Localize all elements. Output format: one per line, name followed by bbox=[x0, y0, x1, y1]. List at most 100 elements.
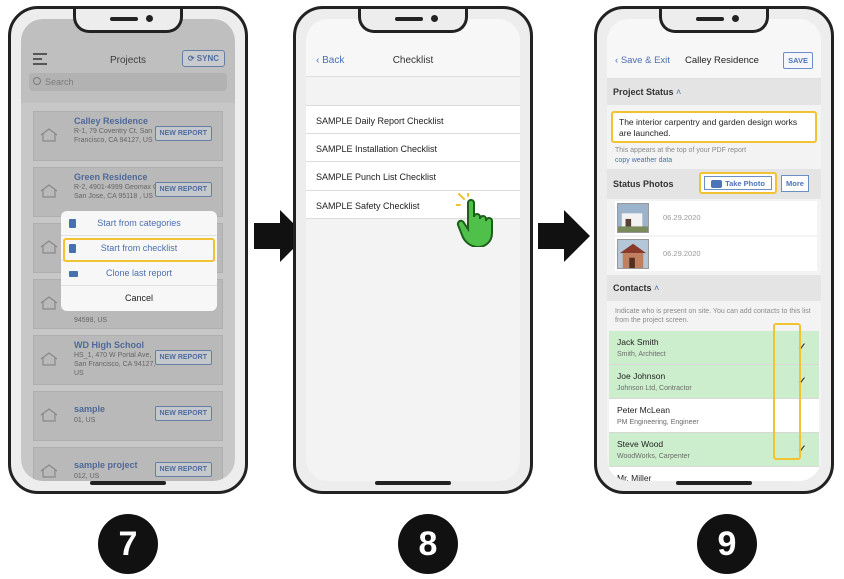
take-photo-button[interactable]: Take Photo bbox=[699, 172, 777, 194]
photo-row[interactable]: 06.29.2020 bbox=[615, 237, 817, 271]
page-title: Checklist bbox=[392, 55, 434, 66]
search-icon bbox=[33, 77, 41, 85]
status-text-field[interactable]: The interior carpentry and garden design… bbox=[611, 111, 817, 143]
house-icon bbox=[40, 408, 58, 422]
contact-role: WoodWorks, Carpenter bbox=[617, 453, 690, 460]
project-address: 94598, US bbox=[74, 317, 108, 324]
photo-date: 06.29.2020 bbox=[663, 213, 701, 222]
house-icon bbox=[40, 296, 58, 310]
list-item[interactable]: SAMPLE Installation Checklist bbox=[306, 134, 520, 162]
home-indicator bbox=[90, 481, 166, 485]
sheet-item-label: Start from categories bbox=[97, 218, 181, 228]
cancel-button[interactable]: Cancel bbox=[124, 293, 153, 303]
phone-report: ‹ Save & Exit Calley Residence SAVE Proj… bbox=[594, 6, 834, 494]
house-icon bbox=[40, 352, 58, 366]
contact-name: Jack Smith bbox=[617, 337, 659, 347]
project-status-header[interactable]: Project Status ˄ bbox=[607, 79, 821, 105]
project-name: Calley Residence bbox=[74, 116, 149, 126]
document-icon bbox=[69, 219, 76, 228]
checklist-icon bbox=[69, 244, 76, 253]
project-card[interactable]: Calley Residence R-1, 79 Coventry Ct, Sa… bbox=[33, 111, 223, 161]
section-title: Status Photos bbox=[613, 179, 674, 189]
home-indicator bbox=[375, 481, 451, 485]
list-item[interactable]: SAMPLE Daily Report Checklist bbox=[306, 105, 520, 134]
sync-button[interactable]: ⟳ SYNC bbox=[181, 50, 225, 67]
highlight-box bbox=[63, 238, 215, 262]
sheet-item-categories[interactable]: Start from categories bbox=[61, 211, 217, 236]
contact-name: Joe Johnson bbox=[617, 371, 666, 381]
contact-role: Johnson Ltd, Contractor bbox=[617, 385, 692, 392]
chevron-left-icon: ‹ bbox=[615, 55, 621, 66]
step-number: 7 bbox=[98, 514, 158, 574]
step-number: 9 bbox=[697, 514, 757, 574]
menu-icon[interactable] bbox=[33, 53, 47, 68]
save-exit-label: Save & Exit bbox=[620, 55, 670, 66]
back-label: Back bbox=[322, 55, 345, 66]
contact-row[interactable]: Mr. Miller bbox=[609, 467, 819, 481]
sheet-item-clone[interactable]: Clone last report bbox=[61, 261, 217, 286]
contact-row[interactable]: Jack Smith Smith, Architect ✓ bbox=[609, 331, 819, 365]
sync-label: SYNC bbox=[196, 54, 219, 63]
section-title: Project Status bbox=[613, 87, 674, 97]
list-item[interactable]: SAMPLE Punch List Checklist bbox=[306, 162, 520, 191]
weather-link[interactable]: copy weather data bbox=[615, 157, 673, 164]
house-icon bbox=[40, 128, 58, 142]
camera-icon bbox=[711, 180, 722, 188]
list-item[interactable]: SAMPLE Safety Checklist bbox=[306, 191, 520, 219]
more-button[interactable]: More bbox=[781, 175, 809, 192]
phone-notch bbox=[358, 9, 468, 33]
project-card[interactable]: WD High School HS_1, 470 W Portal Ave, S… bbox=[33, 335, 223, 385]
search-input[interactable]: Search bbox=[29, 73, 227, 91]
projects-screen: Projects ⟳ SYNC Search Calley Residence … bbox=[21, 19, 235, 481]
report-screen: ‹ Save & Exit Calley Residence SAVE Proj… bbox=[607, 19, 821, 481]
project-card[interactable]: sample project 012, US NEW REPORT bbox=[33, 447, 223, 481]
contact-name: Mr. Miller bbox=[617, 473, 652, 481]
check-icon[interactable]: ✓ bbox=[796, 442, 807, 456]
highlight-box bbox=[773, 323, 801, 460]
contacts-header[interactable]: Contacts ˄ bbox=[607, 275, 821, 301]
step-number: 8 bbox=[398, 514, 458, 574]
checklist-list: SAMPLE Daily Report Checklist SAMPLE Ins… bbox=[306, 105, 520, 219]
checklist-screen: ‹ Back Checklist SAMPLE Daily Report Che… bbox=[306, 19, 520, 481]
contact-row[interactable]: Steve Wood WoodWorks, Carpenter ✓ bbox=[609, 433, 819, 467]
check-icon[interactable]: ✓ bbox=[796, 340, 807, 354]
contact-name: Peter McLean bbox=[617, 405, 670, 415]
arrow-right-icon bbox=[538, 210, 590, 262]
house-icon bbox=[40, 184, 58, 198]
contact-row[interactable]: Joe Johnson Johnson Ltd, Contractor ✓ bbox=[609, 365, 819, 399]
project-address: 01, US bbox=[74, 417, 96, 424]
save-button[interactable]: SAVE bbox=[783, 52, 813, 69]
project-address: 012, US bbox=[74, 473, 100, 480]
back-button[interactable]: ‹ Back bbox=[316, 55, 344, 66]
new-report-button[interactable]: NEW REPORT bbox=[154, 406, 212, 421]
home-indicator bbox=[676, 481, 752, 485]
save-exit-button[interactable]: ‹ Save & Exit bbox=[615, 55, 670, 66]
new-report-button[interactable]: NEW REPORT bbox=[154, 462, 212, 477]
sheet-item-label: Start from checklist bbox=[100, 243, 178, 253]
house-icon bbox=[40, 240, 58, 254]
take-photo-label: Take Photo bbox=[725, 179, 765, 188]
project-name: sample bbox=[74, 404, 106, 414]
new-report-button[interactable]: NEW REPORT bbox=[154, 182, 212, 197]
project-address: R-2, 4901-4999 Geomax Ct, San Jose, CA 9… bbox=[74, 184, 162, 200]
sync-icon: ⟳ bbox=[187, 54, 197, 63]
section-title: Contacts bbox=[613, 283, 652, 293]
check-icon[interactable]: ✓ bbox=[796, 374, 807, 388]
project-card[interactable]: sample 01, US NEW REPORT bbox=[33, 391, 223, 441]
phone-notch bbox=[659, 9, 769, 33]
new-report-button[interactable]: NEW REPORT bbox=[154, 350, 212, 365]
contact-row[interactable]: Peter McLean PM Engineering, Engineer bbox=[609, 399, 819, 433]
project-card[interactable]: Green Residence R-2, 4901-4999 Geomax Ct… bbox=[33, 167, 223, 217]
house-photo bbox=[617, 203, 649, 233]
project-name: sample project bbox=[74, 460, 138, 470]
clone-icon bbox=[69, 271, 78, 277]
photo-date: 06.29.2020 bbox=[663, 249, 701, 258]
projects-header: Projects ⟳ SYNC Search bbox=[21, 19, 235, 103]
project-name: WD High School bbox=[74, 340, 144, 350]
photo-row[interactable]: 06.29.2020 bbox=[615, 201, 817, 235]
house-photo bbox=[617, 239, 649, 269]
new-report-button[interactable]: NEW REPORT bbox=[154, 126, 212, 141]
phone-projects: Projects ⟳ SYNC Search Calley Residence … bbox=[8, 6, 248, 494]
contact-role: Smith, Architect bbox=[617, 351, 666, 358]
page-title: Projects bbox=[109, 55, 147, 66]
